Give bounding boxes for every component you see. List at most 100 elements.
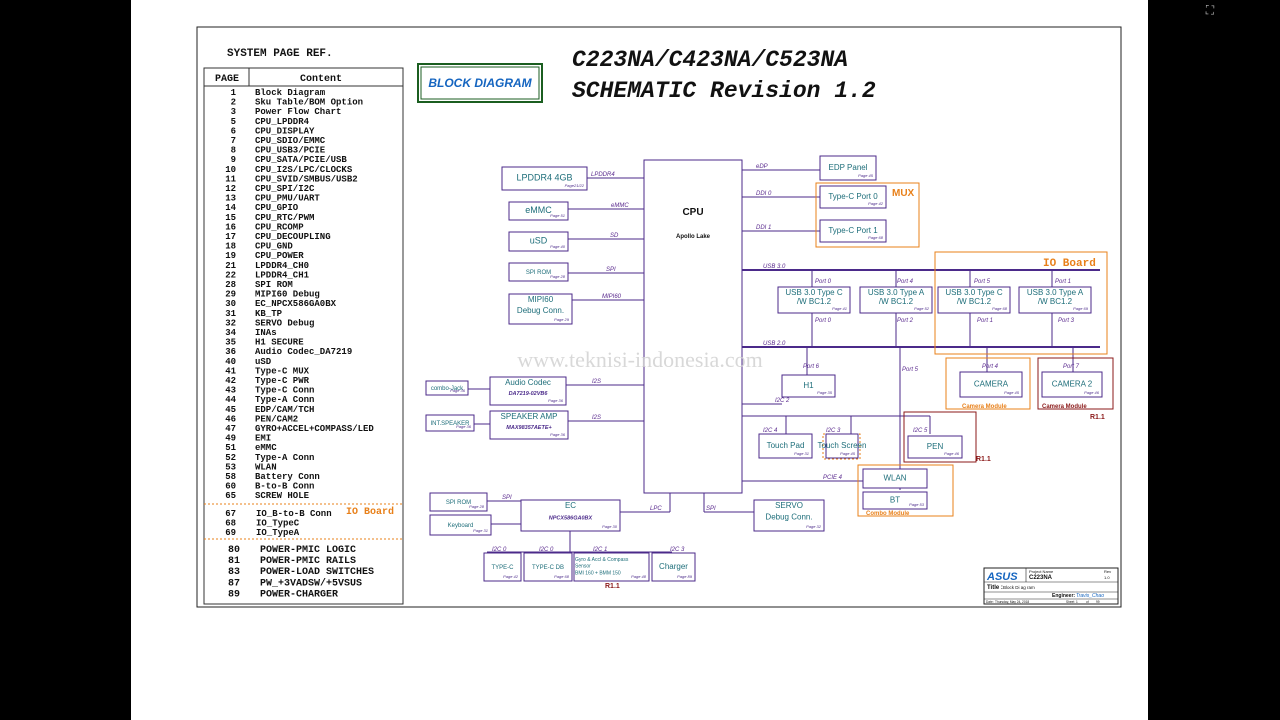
index-page-number: 9 [231,155,236,165]
usb3c-page: Page 41 [832,306,847,311]
sensor-label: Sensor [575,564,591,570]
index-page-content: MIPI60 Debug [255,290,320,300]
block-diagram-box-inner [420,66,540,100]
index-page-content: GYRO+ACCEL+COMPASS/LED [255,424,374,434]
index-page-number: 13 [225,194,236,204]
title-line-1: C223NA/C423NA/C523NA [572,47,848,73]
index-page-number: 11 [225,174,236,184]
index-page-content: EMI [255,434,271,444]
index-page-number: 14 [225,203,236,213]
signal-port4: Port 4 [897,279,914,285]
signal-i2s: I2S [592,415,601,421]
signal-i2c2: I2C 2 [775,398,790,404]
io-usb3a-label: USB 3.0 Type A [1027,288,1084,297]
io-usb3a-box [1018,286,1092,314]
lpddr4-label: LPDDR4 4GB [516,173,572,183]
index-page-content: CPU_RTC/PWM [255,213,314,223]
index-page-number: 22 [225,270,236,280]
index-page-content: CPU_SPI/I2C [255,184,315,194]
r11-camera2: R1.1 [1090,414,1105,421]
servo-box [753,499,825,532]
ec-label: NPCX586GA0BX [549,516,593,522]
cpu-subtitle: Apollo Lake [676,234,711,240]
asus-logo: ASUS [986,571,1018,583]
index-page-number: 47 [225,424,236,434]
index-col-content: Content [300,74,342,85]
mipi60-label: Debug Conn. [517,306,564,315]
int-speaker-label: INT.SPEAKER [430,421,470,427]
cpu-title: CPU [682,207,703,218]
signal-i2c1: I2C 1 [593,547,607,553]
mipi60-label: MIPI60 [528,295,554,304]
keyboard-label: Keyboard [448,523,474,529]
camera2-red-group [1037,357,1114,410]
usb3c-label: USB 3.0 Type C [785,288,842,297]
index-page-number: 17 [225,232,236,242]
combo-module-label: Combo Module [866,511,910,517]
typec-ec-box [483,552,522,582]
usb3a-label: USB 3.0 Type A [868,288,925,297]
index-page-number: 51 [225,443,236,453]
signal-emmc: eMMC [611,203,629,209]
index-page-number: 1 [231,88,237,98]
index-page-content: Power Flow Chart [255,107,341,117]
index-page-content: Battery Conn [255,472,320,482]
index-page-number: 53 [225,462,236,472]
signal-i2s: I2S [592,379,601,385]
index-page-number: 46 [225,414,236,424]
mux-group [815,182,920,248]
index-page-number: 16 [225,222,236,232]
io-board-group [934,251,1108,355]
index-page-content: INAs [255,328,277,338]
lpddr4-page: Page21/22 [565,183,585,188]
signal-port2: Port 2 [897,318,914,324]
touchscreen-dash [822,433,861,460]
index-page-content: SPI ROM [255,280,293,290]
tb-project: C223NA [1029,575,1053,581]
camera2-module-label: Camera Module [1042,404,1087,410]
ec-page: Page 30 [602,524,618,529]
index-page-number: 19 [225,251,236,261]
index-page-number: 49 [225,434,236,444]
usd-box [508,231,569,252]
index-page-content: IO_B-to-B Conn [256,509,332,519]
spirom-cpu-page: Page 28 [550,274,566,279]
signal-port4: Port 4 [982,364,999,370]
index-page-content: LPDDR4_CH0 [255,261,309,271]
signal-i2c4: I2C 4 [763,428,778,434]
signal-port6: Port 6 [803,364,820,370]
index-page-content: POWER-PMIC RAILS [260,556,356,567]
index-page-content: POWER-PMIC LOGIC [260,545,356,556]
index-page-content: CPU_PMU/UART [255,194,320,204]
io-usb3a-page: Page 69 [1073,306,1089,311]
combo-module-group [857,464,954,517]
int-speaker-page: Page 36 [456,424,472,429]
servo-label: SERVO [775,501,803,510]
index-page-number: 81 [228,556,240,567]
signal-port0: Port 0 [815,279,832,285]
tb-sheet: 1 [1076,600,1078,604]
index-page-content: KB_TP [255,309,283,319]
io-usb3c-box [937,286,1011,314]
tb-date: Thursday, May 24, 2018 [995,600,1029,604]
fullscreen-icon[interactable]: ⛶ [1205,3,1215,17]
title-area: BLOCK DIAGRAM C223NA/C423NA/C523NA SCHEM… [417,47,876,104]
index-page-number: 87 [228,578,240,589]
r11-pen: R1.1 [976,456,991,463]
usb3a-label: /W BC1.2 [879,297,914,306]
index-table-border [203,67,404,605]
index-page-number: 80 [228,545,240,556]
index-page-number: 29 [225,290,236,300]
signal-mipi60: MIPI60 [602,294,622,300]
index-page-number: 83 [228,567,240,578]
